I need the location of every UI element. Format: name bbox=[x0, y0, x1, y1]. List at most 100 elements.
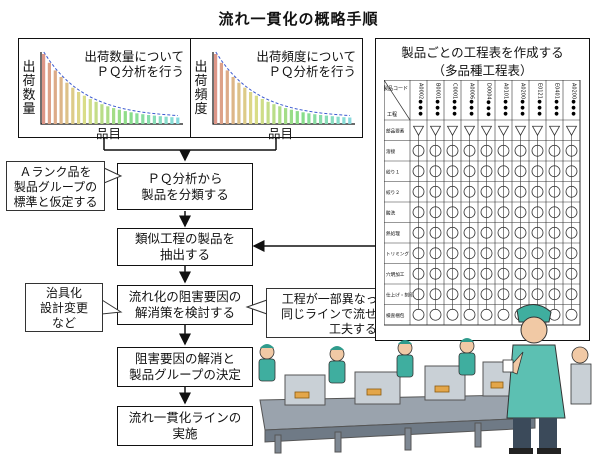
pq-trend-line bbox=[43, 51, 178, 116]
pq-panel-ylabel: 出荷頻度 bbox=[194, 60, 208, 117]
pq-bar bbox=[100, 104, 104, 124]
pq-chart-frequency bbox=[212, 51, 355, 125]
column-label: C0001●●● bbox=[452, 83, 458, 117]
table-frame bbox=[384, 80, 581, 326]
pq-bar bbox=[123, 111, 127, 124]
pq-bar bbox=[289, 109, 293, 124]
pq-chart-quantity bbox=[40, 51, 183, 125]
pq-panel-xlabel: 品目 bbox=[268, 126, 294, 141]
flow-step-classify: ＰＱ分析から 製品を分類する bbox=[117, 163, 253, 210]
row-label: 溶接 bbox=[386, 148, 396, 155]
pq-panel-title-line1: 出荷数量について bbox=[84, 49, 184, 64]
pq-bar bbox=[65, 82, 69, 124]
pq-bar bbox=[147, 115, 151, 124]
pq-panel-xlabel: 品目 bbox=[96, 126, 122, 141]
pq-bar bbox=[214, 54, 218, 124]
column-label: A0101●●● bbox=[503, 83, 509, 117]
pq-panel-ylabel: 出荷数量 bbox=[22, 60, 36, 117]
row-label: トリミング bbox=[386, 250, 409, 257]
pq-panel-title-line2: ＰＱ分析を行う bbox=[268, 64, 356, 79]
pq-bar bbox=[243, 87, 247, 124]
flow-step-implement: 流れ一貫化ラインの 実施 bbox=[117, 406, 253, 446]
column-label: A0006●●● bbox=[469, 83, 475, 117]
note-jig: 治具化 設計変更 など bbox=[25, 283, 103, 332]
factory-line-illustration bbox=[258, 304, 592, 454]
pq-bar bbox=[301, 112, 305, 124]
cell-triangle bbox=[531, 125, 544, 137]
pq-bar bbox=[278, 106, 282, 124]
pq-bar bbox=[237, 82, 241, 124]
pq-bar bbox=[348, 117, 352, 124]
pq-bar bbox=[170, 117, 174, 124]
pq-bar bbox=[42, 54, 46, 124]
pq-bar bbox=[59, 77, 63, 124]
flow-step-line1: 阻害要因の解消と bbox=[134, 351, 235, 366]
row-label: 熱処理 bbox=[386, 230, 400, 237]
cell-triangle bbox=[463, 125, 476, 137]
pq-bar bbox=[135, 113, 139, 124]
pq-bar bbox=[71, 87, 75, 124]
pq-bar bbox=[141, 114, 145, 124]
pq-bar bbox=[336, 116, 340, 124]
cell-triangle bbox=[497, 125, 510, 137]
pq-bar bbox=[284, 108, 288, 124]
note-line: など bbox=[51, 316, 76, 330]
column-label: E0401●●● bbox=[554, 83, 560, 117]
note-line: 製品グループの bbox=[13, 180, 98, 194]
pq-bar bbox=[272, 104, 276, 124]
pq-bar bbox=[254, 95, 258, 124]
pq-bar bbox=[219, 62, 223, 124]
pq-bar bbox=[129, 112, 133, 124]
pq-panel-frequency: 出荷頻度について ＰＱ分析を行う 出荷頻度 品目 bbox=[190, 38, 363, 141]
flow-step-line2: 抽出する bbox=[159, 247, 210, 262]
note-line: 設計変更 bbox=[39, 301, 88, 315]
pq-bar bbox=[313, 114, 317, 124]
note-line: 工夫する bbox=[328, 322, 377, 336]
row-label: 絞り２ bbox=[386, 189, 400, 196]
note-a-rank: Ａランク品を 製品グループの 標準と仮定する bbox=[6, 161, 105, 211]
column-label: A0200●●● bbox=[571, 83, 577, 117]
pq-bar bbox=[164, 116, 168, 124]
flow-step-decide: 阻害要因の解消と 製品グループの決定 bbox=[117, 347, 253, 387]
column-label: A0002●●● bbox=[418, 83, 424, 117]
pq-panel-title-line1: 出荷頻度について bbox=[256, 49, 356, 64]
column-label: E0121●●● bbox=[537, 83, 543, 117]
row-label: 部品要素 bbox=[386, 127, 405, 134]
note-line: Ａランク品を bbox=[19, 165, 92, 179]
flow-step-obstacles: 流れ化の阻害要因の 解消策を検討する bbox=[117, 285, 253, 325]
cell-triangle bbox=[429, 125, 442, 137]
pq-bar bbox=[88, 99, 92, 124]
pq-bar bbox=[106, 106, 110, 124]
pq-bar bbox=[94, 101, 98, 124]
row-label: 酸洗 bbox=[386, 209, 396, 216]
flow-step-line1: 類似工程の製品を bbox=[134, 231, 235, 246]
column-label: A0200●●● bbox=[520, 83, 526, 117]
cell-triangle bbox=[480, 125, 493, 137]
flow-step-line1: 流れ化の阻害要因の bbox=[128, 289, 242, 304]
pq-bar bbox=[82, 95, 86, 124]
pq-bar bbox=[342, 117, 346, 124]
row-label: 仕上げ・刻印 bbox=[386, 291, 414, 298]
pq-bar bbox=[330, 116, 334, 124]
page-title: 流れ一貫化の概略手順 bbox=[218, 10, 379, 28]
pq-trend-line bbox=[215, 51, 350, 116]
flow-step-line1: ＰＱ分析から bbox=[147, 170, 223, 186]
column-label: D0004●●● bbox=[486, 83, 492, 118]
flow-step-extract: 類似工程の製品を 抽出する bbox=[117, 228, 253, 266]
pq-bar bbox=[307, 113, 311, 124]
flow-step-line2: 製品グループの決定 bbox=[129, 367, 241, 382]
pq-bar bbox=[158, 116, 162, 124]
pq-bar bbox=[295, 111, 299, 124]
pq-bar bbox=[249, 92, 253, 124]
cell-triangle bbox=[548, 125, 561, 137]
pq-bar bbox=[47, 62, 51, 124]
row-label: 検査梱包 bbox=[386, 312, 405, 319]
row-label: 穴明加工 bbox=[386, 271, 405, 278]
pq-bar bbox=[152, 115, 156, 124]
pq-bar bbox=[225, 70, 229, 124]
cell-triangle bbox=[514, 125, 527, 137]
flow-step-line1: 流れ一貫化ラインの bbox=[128, 410, 242, 425]
header-product-code: 製品コード bbox=[384, 85, 408, 92]
